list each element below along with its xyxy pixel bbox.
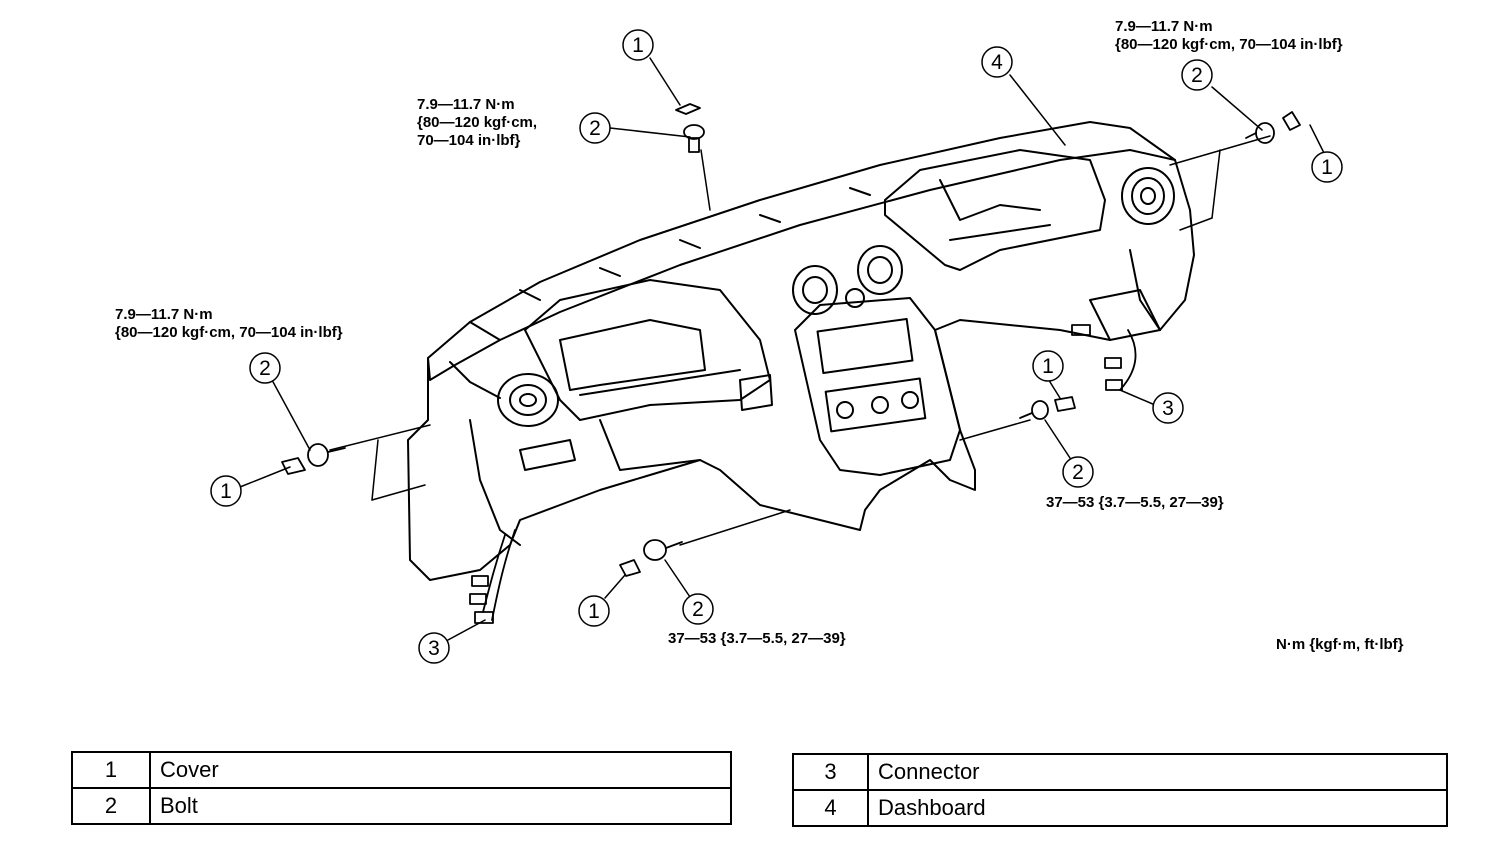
bolt-bottom [643, 539, 683, 561]
legend-row: 4 Dashboard [792, 789, 1448, 827]
torque-label-left: 7.9—11.7 N·m {80—120 kgf·cm, 70—104 in·l… [115, 306, 343, 342]
callout-3-right: 3 [1152, 392, 1184, 424]
svg-text:1: 1 [1042, 355, 1054, 378]
callout-3-left: 3 [418, 632, 450, 664]
torque-line: 70—104 in·lbf} [417, 132, 521, 149]
callout-1-left: 1 [210, 475, 242, 507]
center-air-vents [792, 245, 903, 315]
legend-name: Connector [867, 753, 1448, 791]
legend-number: 3 [792, 753, 869, 791]
svg-text:3: 3 [428, 637, 440, 660]
svg-text:1: 1 [220, 480, 232, 503]
callout-2-top-right: 2 [1181, 59, 1213, 91]
units-note: N·m {kgf·m, ft·lbf} [1276, 636, 1404, 653]
svg-text:2: 2 [589, 117, 601, 140]
torque-line: 7.9—11.7 N·m [1115, 18, 1213, 35]
bolt-left [307, 443, 346, 467]
legend-table-left: 1 Cover 2 Bolt [71, 751, 732, 825]
legend-row: 1 Cover [71, 751, 732, 789]
torque-label-right-mid: 37—53 {3.7—5.5, 27—39} [1046, 494, 1224, 511]
callout-1-top: 1 [622, 29, 654, 61]
svg-text:1: 1 [588, 600, 600, 623]
legend-row: 2 Bolt [71, 787, 732, 825]
torque-line: {80—120 kgf·cm, [417, 114, 538, 131]
svg-text:2: 2 [692, 598, 704, 621]
torque-line: 7.9—11.7 N·m [115, 306, 213, 323]
bolt-top [683, 124, 705, 153]
callout-1-mid: 1 [1032, 350, 1064, 382]
svg-text:3: 3 [1162, 397, 1174, 420]
legend-table-right: 3 Connector 4 Dashboard [792, 753, 1448, 827]
svg-text:1: 1 [1321, 156, 1333, 179]
legend-name: Cover [149, 751, 732, 789]
right-air-vent [1121, 167, 1175, 225]
bolt-top-right [1245, 122, 1275, 144]
dashboard-exploded-diagram: 1 2 4 2 1 2 1 3 1 2 1 2 3 [210, 29, 1343, 664]
center-console [794, 297, 961, 476]
parts [281, 103, 1301, 624]
legend-name: Dashboard [867, 789, 1448, 827]
cover-top-right [1282, 111, 1301, 131]
callout-2-left: 2 [249, 352, 281, 384]
callout-1-top-right: 1 [1311, 151, 1343, 183]
legend-row: 3 Connector [792, 753, 1448, 791]
svg-text:2: 2 [259, 357, 271, 380]
callout-2-top: 2 [579, 112, 611, 144]
legend-number: 1 [71, 751, 151, 789]
left-air-vent [497, 373, 559, 427]
torque-line: 7.9—11.7 N·m [417, 96, 515, 113]
svg-text:1: 1 [632, 34, 644, 57]
torque-label-bottom-center: 37—53 {3.7—5.5, 27—39} [668, 630, 846, 647]
cover-mid-right [1054, 396, 1076, 412]
cover-left [281, 457, 306, 475]
svg-text:2: 2 [1191, 64, 1203, 87]
glovebox-opening [884, 149, 1106, 271]
callout-1-bottom: 1 [578, 595, 610, 627]
callout-2-mid: 2 [1062, 456, 1094, 488]
callout-4: 4 [981, 46, 1013, 78]
connectors-right [1071, 324, 1137, 391]
callout-2-bottom: 2 [682, 593, 714, 625]
callouts: 1 2 4 2 1 2 1 3 1 2 1 2 3 [210, 29, 1343, 664]
svg-text:4: 4 [991, 51, 1003, 74]
dashboard-body [407, 121, 1195, 581]
leader-lines [239, 57, 1326, 641]
torque-line: {80—120 kgf·cm, 70—104 in·lbf} [1115, 36, 1343, 53]
connectors-left [469, 529, 516, 624]
cover-top [675, 103, 701, 115]
torque-line: {80—120 kgf·cm, 70—104 in·lbf} [115, 324, 343, 341]
legend-name: Bolt [149, 787, 732, 825]
torque-label-top-right: 7.9—11.7 N·m {80—120 kgf·cm, 70—104 in·l… [1115, 18, 1343, 54]
cover-bottom [619, 559, 641, 577]
svg-text:2: 2 [1072, 461, 1084, 484]
legend-number: 2 [71, 787, 151, 825]
bolt-mid-right [1019, 400, 1049, 420]
legend-number: 4 [792, 789, 869, 827]
torque-label-top-center: 7.9—11.7 N·m {80—120 kgf·cm, 70—104 in·l… [417, 96, 537, 150]
